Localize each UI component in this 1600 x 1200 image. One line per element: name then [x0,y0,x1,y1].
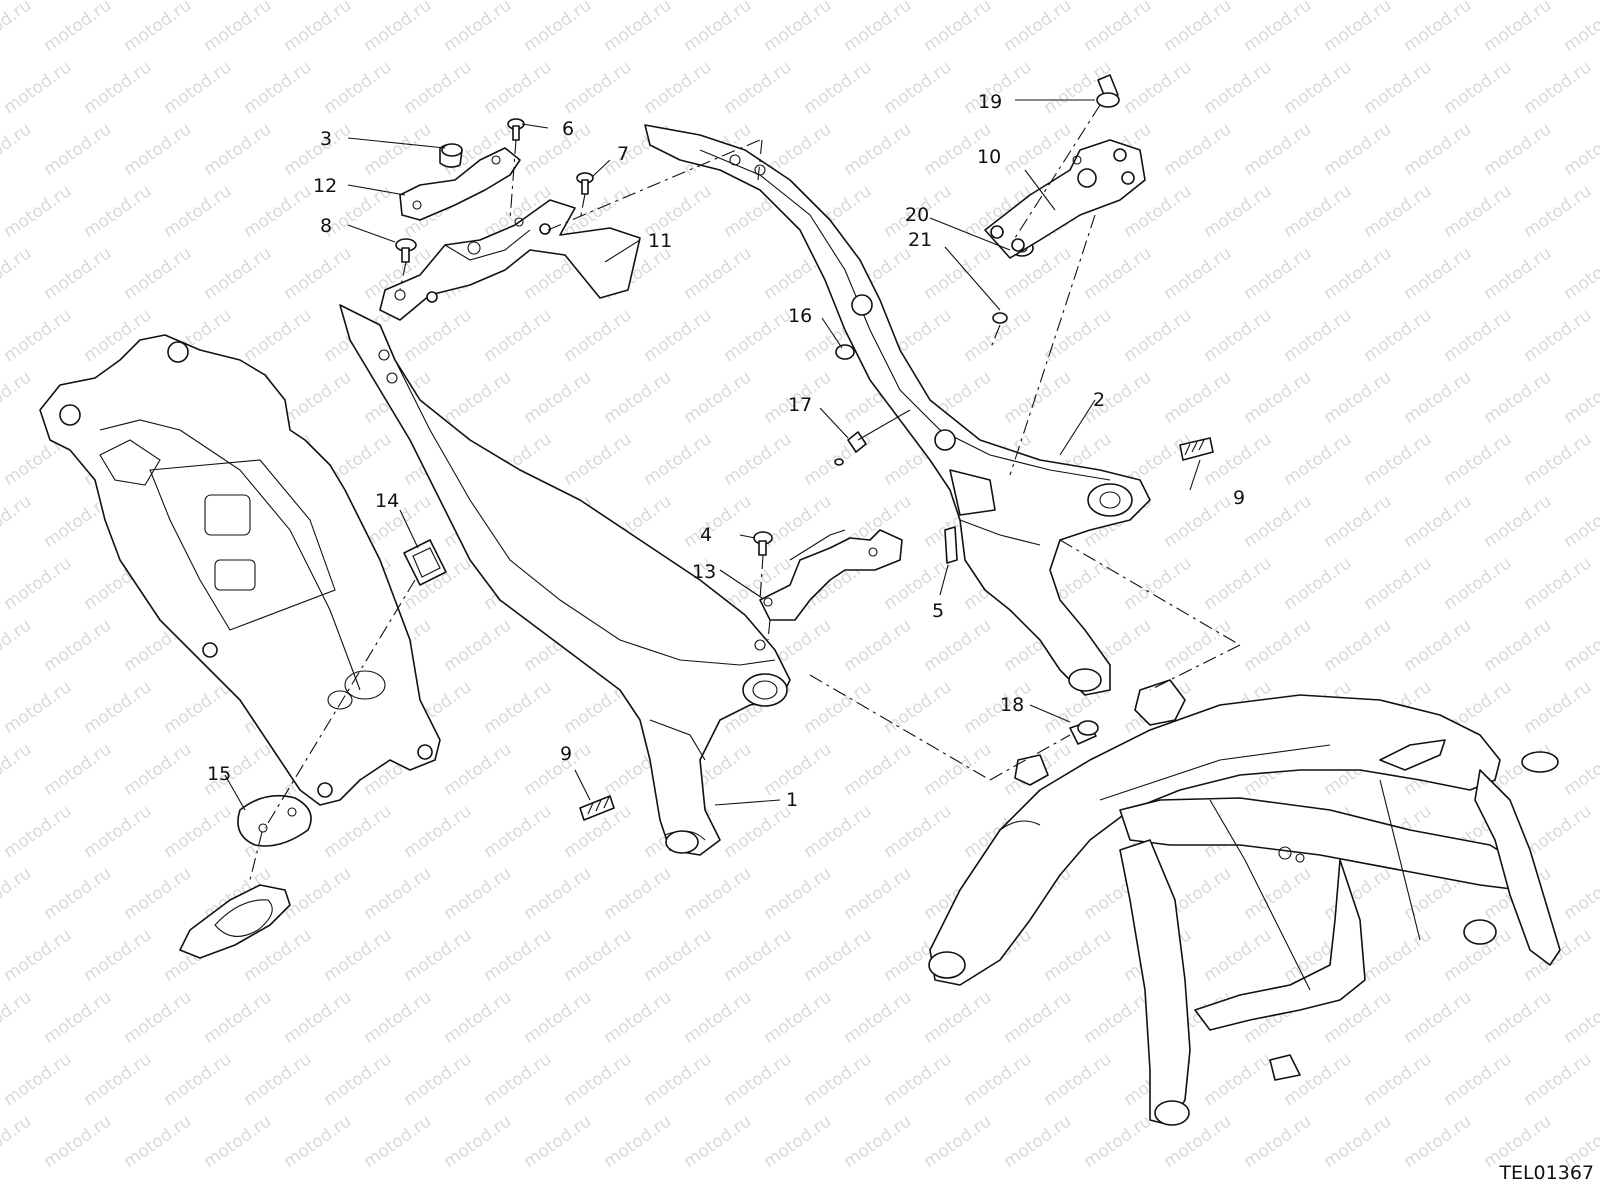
part-12-bracket [399,147,521,221]
callout-11: 11 [648,230,672,252]
callout-10: 10 [977,146,1001,168]
leader-lines [224,99,1201,811]
part-15-grommet [179,794,312,959]
main-tubular-frame [928,679,1561,1126]
fasteners [395,74,1214,821]
callout-20: 20 [905,204,929,226]
callout-8: 8 [320,215,332,237]
callout-7: 7 [617,143,629,165]
callout-5: 5 [932,600,944,622]
callout-15: 15 [207,763,231,785]
callout-17: 17 [788,394,812,416]
callout-6: 6 [562,118,574,140]
callout-9-right: 9 [1233,487,1245,509]
part-11-plate-bracket [379,199,641,321]
callout-18: 18 [1000,694,1024,716]
rear-mudguard-tray [39,334,441,806]
part-10-top-bracket [984,139,1146,259]
part-1-left-subframe [339,304,791,856]
assembly-lines [249,104,1241,881]
callout-21: 21 [908,229,932,251]
callout-1: 1 [786,789,798,811]
callout-16: 16 [788,305,812,327]
part-13-bracket [759,529,903,621]
callout-9-left: 9 [560,743,572,765]
part-2-right-subframe [644,124,1151,696]
callout-13: 13 [692,561,716,583]
callout-12: 12 [313,175,337,197]
callout-19: 19 [978,91,1002,113]
callout-14: 14 [375,490,399,512]
callout-2: 2 [1093,389,1105,411]
part-18-bush [1069,720,1099,745]
callout-4: 4 [700,524,712,546]
callouts: 1 2 3 4 5 6 7 8 9 9 10 11 12 13 14 15 16… [207,91,1245,811]
drawing-code: TEL01367 [1499,1162,1594,1184]
callout-3: 3 [320,128,332,150]
part-14-pad [403,539,447,586]
